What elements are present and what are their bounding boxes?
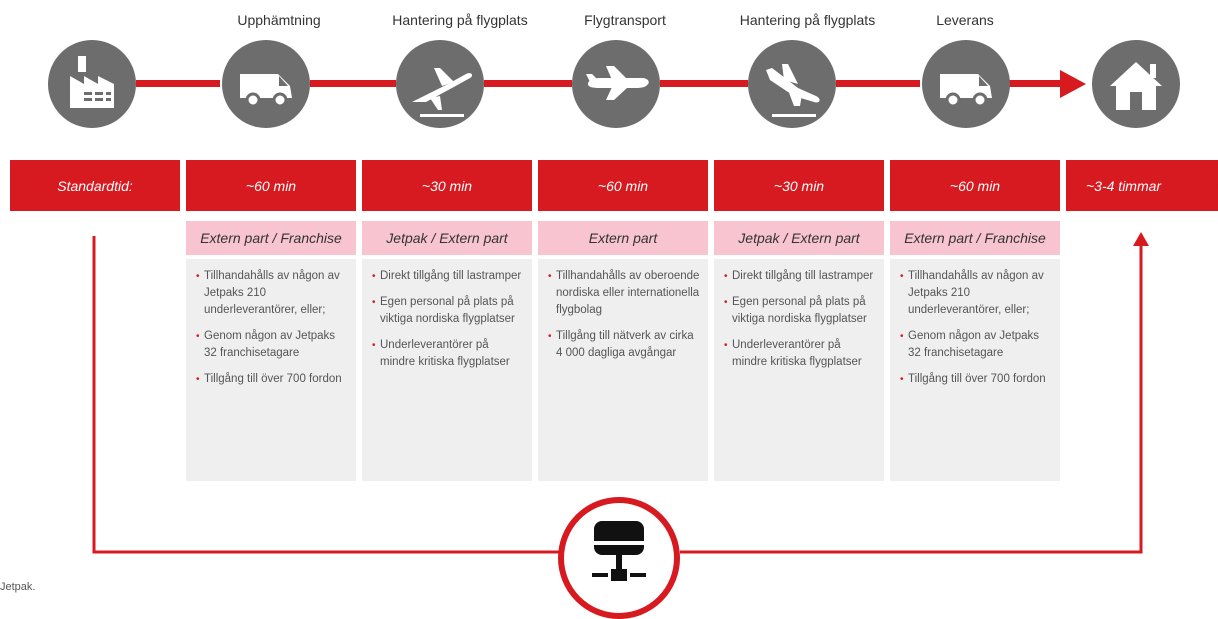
details-airport-handling-1: Direkt tillgång till lastramper Egen per… bbox=[362, 259, 532, 481]
list-item: Tillgång till nätverk av cirka 4 000 dag… bbox=[548, 328, 700, 362]
stage-title-airport-handling-2: Hantering på flygplats bbox=[739, 12, 876, 28]
list-item: Genom någon av Jetpaks 32 franchisetagar… bbox=[900, 328, 1052, 362]
list-item: Direkt tillgång till lastramper bbox=[372, 268, 524, 285]
connector-line bbox=[310, 80, 396, 87]
list-item: Egen personal på plats på viktiga nordis… bbox=[372, 294, 524, 328]
stage-title-delivery: Leverans bbox=[936, 12, 994, 28]
total-time-label: ~3-4 timmar bbox=[1086, 177, 1162, 194]
stage-title-airport-handling-1: Hantering på flygplats bbox=[392, 12, 528, 28]
list-item: Tillgång till över 700 fordon bbox=[900, 371, 1052, 388]
plane-landing-icon bbox=[748, 40, 836, 128]
plane-takeoff-icon bbox=[396, 40, 484, 128]
van-icon bbox=[922, 40, 1010, 128]
details-pickup: Tillhandahålls av någon av Jetpaks 210 u… bbox=[186, 259, 356, 481]
total-time: ~3-4 timmar bbox=[1066, 160, 1218, 211]
party-air-transport: Extern part bbox=[538, 221, 708, 255]
list-item: Tillhandahålls av oberoende nordiska ell… bbox=[548, 268, 700, 319]
standard-time-label: Standardtid: bbox=[10, 160, 180, 211]
time-pickup: ~60 min bbox=[186, 160, 356, 211]
connector-line bbox=[484, 80, 572, 87]
details-air-transport: Tillhandahålls av oberoende nordiska ell… bbox=[538, 259, 708, 481]
network-loop-line bbox=[92, 232, 1149, 554]
house-icon bbox=[1092, 40, 1180, 128]
stage-title-air-transport: Flygtransport bbox=[584, 12, 666, 28]
list-item: Underleverantörer på mindre kritiska fly… bbox=[372, 337, 524, 371]
details-airport-handling-2: Direkt tillgång till lastramper Egen per… bbox=[714, 259, 884, 481]
van-icon bbox=[222, 40, 310, 128]
party-airport-handling-1: Jetpak / Extern part bbox=[362, 221, 532, 255]
list-item: Underleverantörer på mindre kritiska fly… bbox=[724, 337, 876, 371]
connector-line bbox=[136, 80, 220, 87]
connector-line bbox=[660, 80, 748, 87]
list-item: Direkt tillgång till lastramper bbox=[724, 268, 876, 285]
footnote-source: Jetpak. bbox=[0, 581, 36, 593]
time-airport-handling-1: ~30 min bbox=[362, 160, 532, 211]
factory-icon bbox=[48, 40, 136, 128]
party-pickup: Extern part / Franchise bbox=[186, 221, 356, 255]
time-airport-handling-2: ~30 min bbox=[714, 160, 884, 211]
details-delivery: Tillhandahålls av någon av Jetpaks 210 u… bbox=[890, 259, 1060, 481]
list-item: Tillgång till över 700 fordon bbox=[196, 371, 348, 388]
connector-line bbox=[1008, 80, 1064, 87]
list-item: Egen personal på plats på viktiga nordis… bbox=[724, 294, 876, 328]
time-delivery: ~60 min bbox=[890, 160, 1060, 211]
plane-icon bbox=[572, 40, 660, 128]
time-air-transport: ~60 min bbox=[538, 160, 708, 211]
network-server-icon bbox=[558, 497, 680, 619]
list-item: Tillhandahålls av någon av Jetpaks 210 u… bbox=[196, 268, 348, 319]
connector-line bbox=[836, 80, 920, 87]
party-airport-handling-2: Jetpak / Extern part bbox=[714, 221, 884, 255]
party-delivery: Extern part / Franchise bbox=[890, 221, 1060, 255]
list-item: Tillhandahålls av någon av Jetpaks 210 u… bbox=[900, 268, 1052, 319]
list-item: Genom någon av Jetpaks 32 franchisetagar… bbox=[196, 328, 348, 362]
arrow-right-icon bbox=[1060, 70, 1086, 98]
stage-title-pickup: Upphämtning bbox=[237, 12, 321, 28]
